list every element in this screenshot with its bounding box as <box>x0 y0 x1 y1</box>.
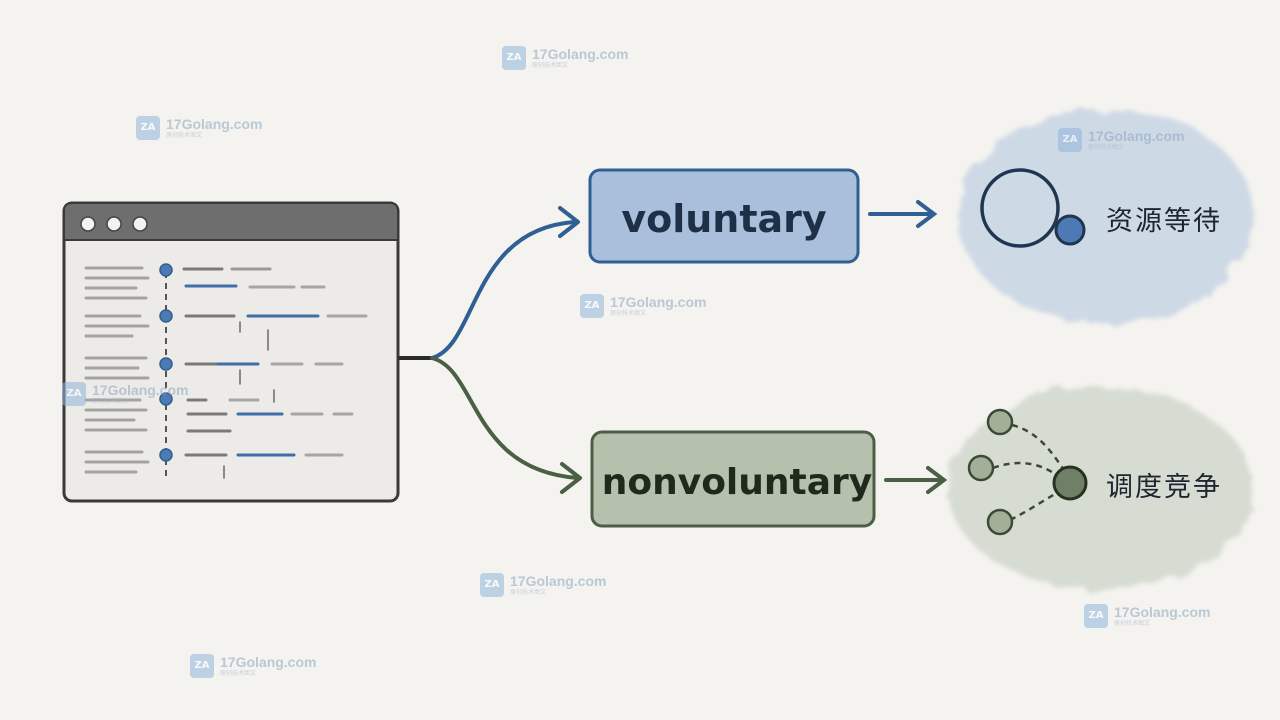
nonvoluntary-outcome-arrow <box>884 466 948 494</box>
timeline-nodes <box>159 263 173 462</box>
watermark-logo-icon: ZA <box>62 382 86 406</box>
watermark-subtitle: 原创技术图文 <box>1088 143 1125 151</box>
window-control-dots <box>80 216 148 232</box>
nonvoluntary-branch-arrow <box>430 356 580 480</box>
thread-timeline-window <box>62 201 400 503</box>
voluntary-label: voluntary <box>621 197 827 241</box>
watermark-site: 17Golang.com <box>1088 127 1185 144</box>
branch-connectors <box>398 206 582 494</box>
watermark-logo-icon: ZA <box>1084 604 1108 628</box>
watermark-logo-icon: ZA <box>1058 128 1082 152</box>
voluntary-branch-arrow <box>430 220 576 360</box>
watermark-subtitle: 原创技术图文 <box>1114 619 1151 627</box>
watermark-site: 17Golang.com <box>166 115 263 132</box>
voluntary-outcome-arrow <box>868 200 938 228</box>
watermark-subtitle: 原创技术图文 <box>510 588 547 596</box>
nonvoluntary-label: nonvoluntary <box>602 462 873 503</box>
watermark-logo-icon: ZA <box>190 654 214 678</box>
watermark-logo-icon: ZA <box>502 46 526 70</box>
nonvoluntary-node: nonvoluntary <box>590 430 876 528</box>
watermark-site: 17Golang.com <box>510 572 607 589</box>
code-lines-left <box>84 266 150 474</box>
resource-wait-label: 资源等待 <box>1106 206 1222 237</box>
watermark-site: 17Golang.com <box>532 45 629 62</box>
watermark-subtitle: 原创技术图文 <box>610 309 647 317</box>
watermark-subtitle: 原创技术图文 <box>92 397 129 405</box>
timeline-bars <box>182 267 368 479</box>
watermark-logo-icon: ZA <box>136 116 160 140</box>
resource-wait-icon <box>980 168 1086 248</box>
watermark-subtitle: 原创技术图文 <box>532 61 569 69</box>
scheduling-contention-cloud: 调度竞争 <box>948 386 1252 590</box>
watermark-subtitle: 原创技术图文 <box>220 669 257 677</box>
watermark-site: 17Golang.com <box>610 293 707 310</box>
watermark-site: 17Golang.com <box>1114 603 1211 620</box>
voluntary-node: voluntary <box>588 168 860 264</box>
scheduling-contention-label: 调度竞争 <box>1106 472 1222 503</box>
scheduler-contention-icon <box>967 408 1088 536</box>
resource-wait-cloud: 资源等待 <box>958 108 1254 324</box>
watermark-site: 17Golang.com <box>92 381 189 398</box>
watermark-logo-icon: ZA <box>580 294 604 318</box>
watermark-logo-icon: ZA <box>480 573 504 597</box>
watermark-subtitle: 原创技术图文 <box>166 131 203 139</box>
watermark-site: 17Golang.com <box>220 653 317 670</box>
